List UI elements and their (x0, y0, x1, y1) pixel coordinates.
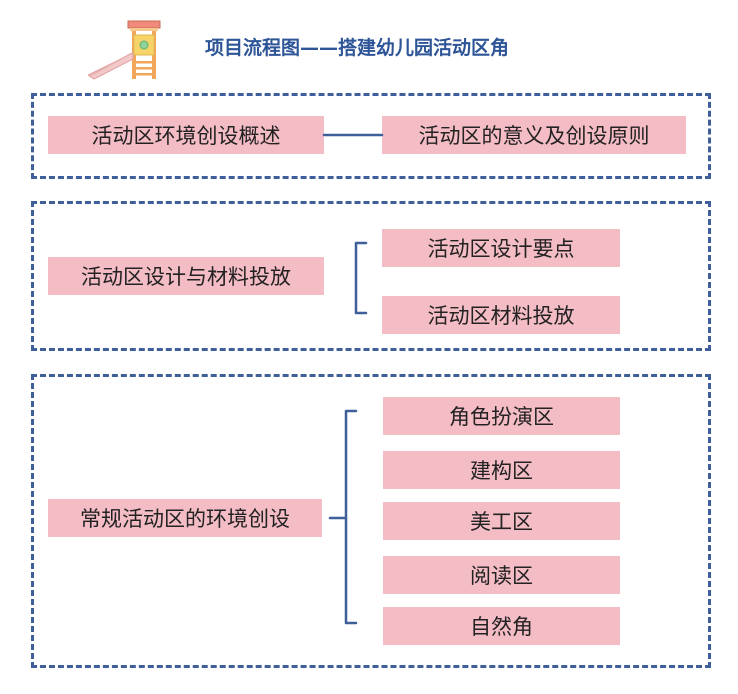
node-significance-principles: 活动区的意义及创设原则 (382, 116, 686, 154)
node-art-area: 美工区 (383, 502, 620, 540)
main-node-regular-areas: 常规活动区的环境创设 (48, 499, 322, 537)
node-nature-corner: 自然角 (383, 607, 620, 645)
main-node-design-materials: 活动区设计与材料投放 (48, 257, 324, 295)
section-design-materials (31, 201, 711, 351)
node-material-placement: 活动区材料投放 (382, 296, 620, 334)
main-node-overview: 活动区环境创设概述 (48, 116, 324, 154)
node-construction-area: 建构区 (383, 451, 620, 489)
bracket-regular-areas (344, 409, 358, 625)
playground-slide-icon (88, 20, 161, 80)
bracket-design-materials (354, 241, 368, 315)
node-reading-area: 阅读区 (383, 556, 620, 594)
node-role-play-area: 角色扮演区 (383, 397, 620, 435)
section-regular-areas (31, 374, 711, 668)
page-title: 项目流程图——搭建幼儿园活动区角 (205, 37, 510, 59)
node-design-points: 活动区设计要点 (382, 229, 620, 267)
section-overview (31, 93, 711, 179)
